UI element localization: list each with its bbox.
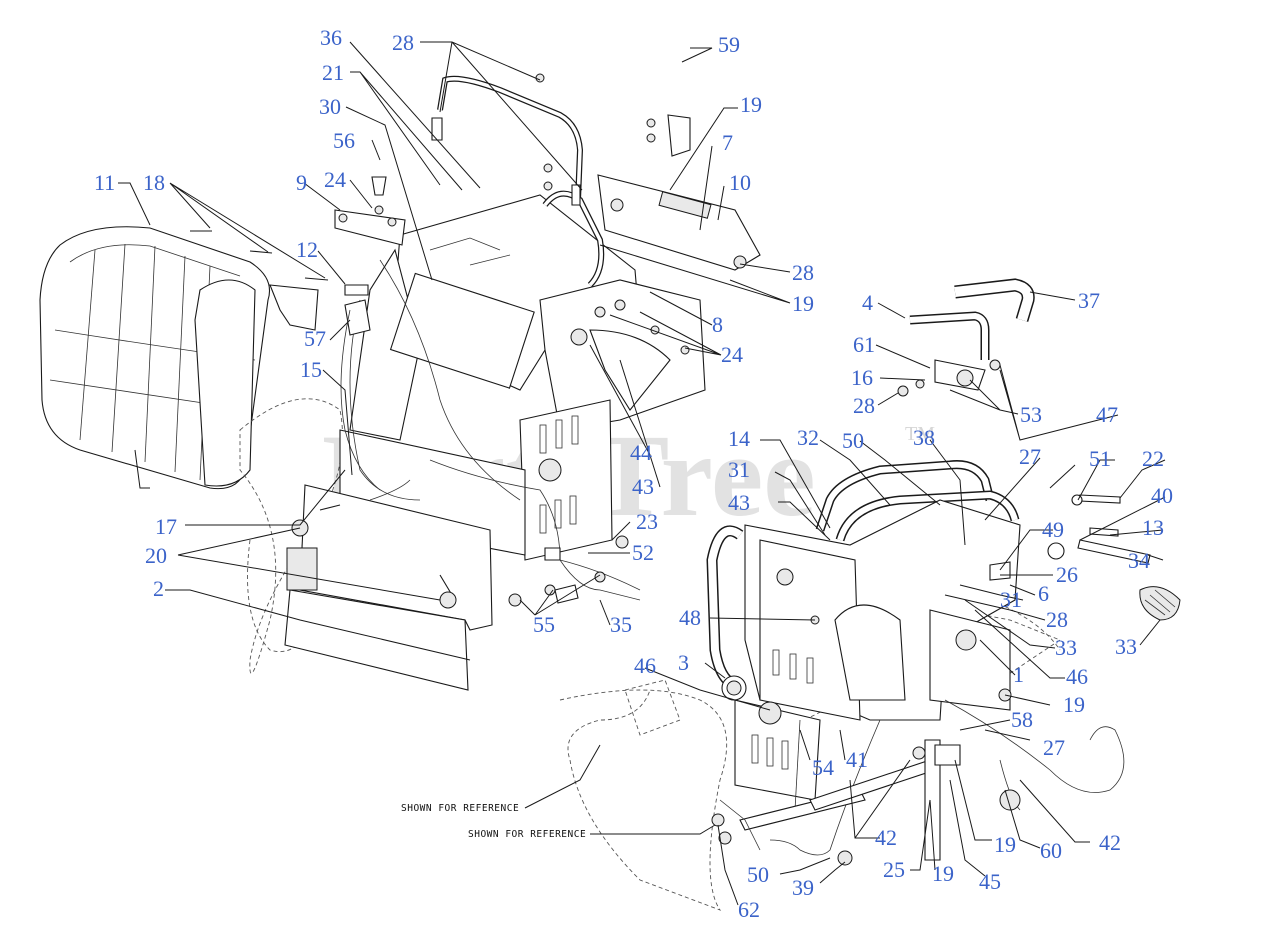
callout-label: 27 (1019, 444, 1041, 469)
reference-label: SHOWN FOR REFERENCE (401, 803, 519, 814)
callout-label: 58 (1011, 707, 1033, 732)
callout-label: 50 (747, 862, 769, 887)
right-lever-assembly (897, 278, 1035, 397)
callout-label: 24 (721, 342, 743, 367)
callout-label: 55 (533, 612, 555, 637)
callout-label: 19 (1063, 692, 1085, 717)
callout-label: 8 (712, 312, 723, 337)
right-console-assembly (706, 460, 1181, 866)
callout-label: 43 (728, 490, 750, 515)
callout-label: 40 (1151, 483, 1173, 508)
callout-label: 32 (797, 425, 819, 450)
callout-label: 13 (1142, 515, 1164, 540)
callout-label: 54 (812, 755, 834, 780)
callout-label: 10 (729, 170, 751, 195)
callout-label: 30 (319, 94, 341, 119)
left-linkage (340, 309, 761, 851)
callout-label: 56 (333, 128, 355, 153)
callout-numbers: 36 28 59 21 19 30 7 56 10 11 18 24 9 28 … (94, 25, 1173, 922)
callout-label: 28 (1046, 607, 1068, 632)
callout-label: 11 (94, 170, 115, 195)
callout-label: 39 (792, 875, 814, 900)
callout-label: 33 (1115, 634, 1137, 659)
callout-label: 60 (1040, 838, 1062, 863)
callout-label: 57 (304, 326, 326, 351)
callout-label: 46 (1066, 664, 1088, 689)
callout-label: 28 (792, 260, 814, 285)
callout-label: 25 (883, 857, 905, 882)
callout-label: 2 (153, 576, 164, 601)
left-shield-plate (284, 484, 493, 691)
callout-label: 49 (1042, 517, 1064, 542)
callout-label: 46 (634, 653, 656, 678)
callout-label: 26 (1056, 562, 1078, 587)
callout-label: 43 (632, 474, 654, 499)
callout-label: 44 (630, 440, 652, 465)
callout-label: 51 (1089, 446, 1111, 471)
callout-leaders (118, 41, 1166, 906)
callout-label: 19 (994, 832, 1016, 857)
top-handle-assembly (431, 30, 761, 288)
callout-label: 18 (143, 170, 165, 195)
callout-label: 4 (862, 290, 873, 315)
callout-label: 20 (145, 543, 167, 568)
callout-label: 17 (155, 514, 177, 539)
callout-label: 42 (1099, 830, 1121, 855)
callout-label: 21 (322, 60, 344, 85)
callout-label: 52 (632, 540, 654, 565)
callout-label: 62 (738, 897, 760, 922)
callout-label: 36 (320, 25, 342, 50)
callout-label: 50 (842, 428, 864, 453)
callout-label: 41 (846, 747, 868, 772)
callout-label: 33 (1055, 635, 1077, 660)
callout-label: 28 (853, 393, 875, 418)
callout-label: 23 (636, 509, 658, 534)
callout-label: 16 (851, 365, 873, 390)
callout-label: 19 (932, 861, 954, 886)
callout-label: 12 (296, 237, 318, 262)
callout-label: 48 (679, 605, 701, 630)
callout-label: 45 (979, 869, 1001, 894)
left-console-assembly (339, 194, 706, 601)
callout-label: 7 (722, 130, 733, 155)
left-brackets (190, 176, 406, 336)
callout-label: 53 (1020, 402, 1042, 427)
callout-label: 22 (1142, 446, 1164, 471)
callout-label: 6 (1038, 581, 1049, 606)
callout-label: 37 (1078, 288, 1100, 313)
callout-label: 1 (1013, 662, 1024, 687)
callout-label: 42 (875, 825, 897, 850)
callout-label: 47 (1096, 402, 1118, 427)
callout-label: 15 (300, 357, 322, 382)
callout-label: 27 (1043, 735, 1065, 760)
reference-label: SHOWN FOR REFERENCE (468, 829, 586, 840)
callout-label: 24 (324, 167, 346, 192)
callout-label: 9 (296, 170, 307, 195)
callout-label: 34 (1128, 548, 1150, 573)
watermark-trademark: TM (905, 423, 935, 445)
callout-label: 28 (392, 30, 414, 55)
callout-label: 31 (1000, 587, 1022, 612)
callout-label: 19 (792, 291, 814, 316)
callout-label: 59 (718, 32, 740, 57)
callout-label: 19 (740, 92, 762, 117)
callout-label: 3 (678, 650, 689, 675)
callout-label: 14 (728, 426, 750, 451)
seat-part (39, 226, 319, 490)
callout-label: 31 (728, 457, 750, 482)
callout-label: 35 (610, 612, 632, 637)
callout-label: 38 (913, 425, 935, 450)
callout-label: 61 (853, 332, 875, 357)
